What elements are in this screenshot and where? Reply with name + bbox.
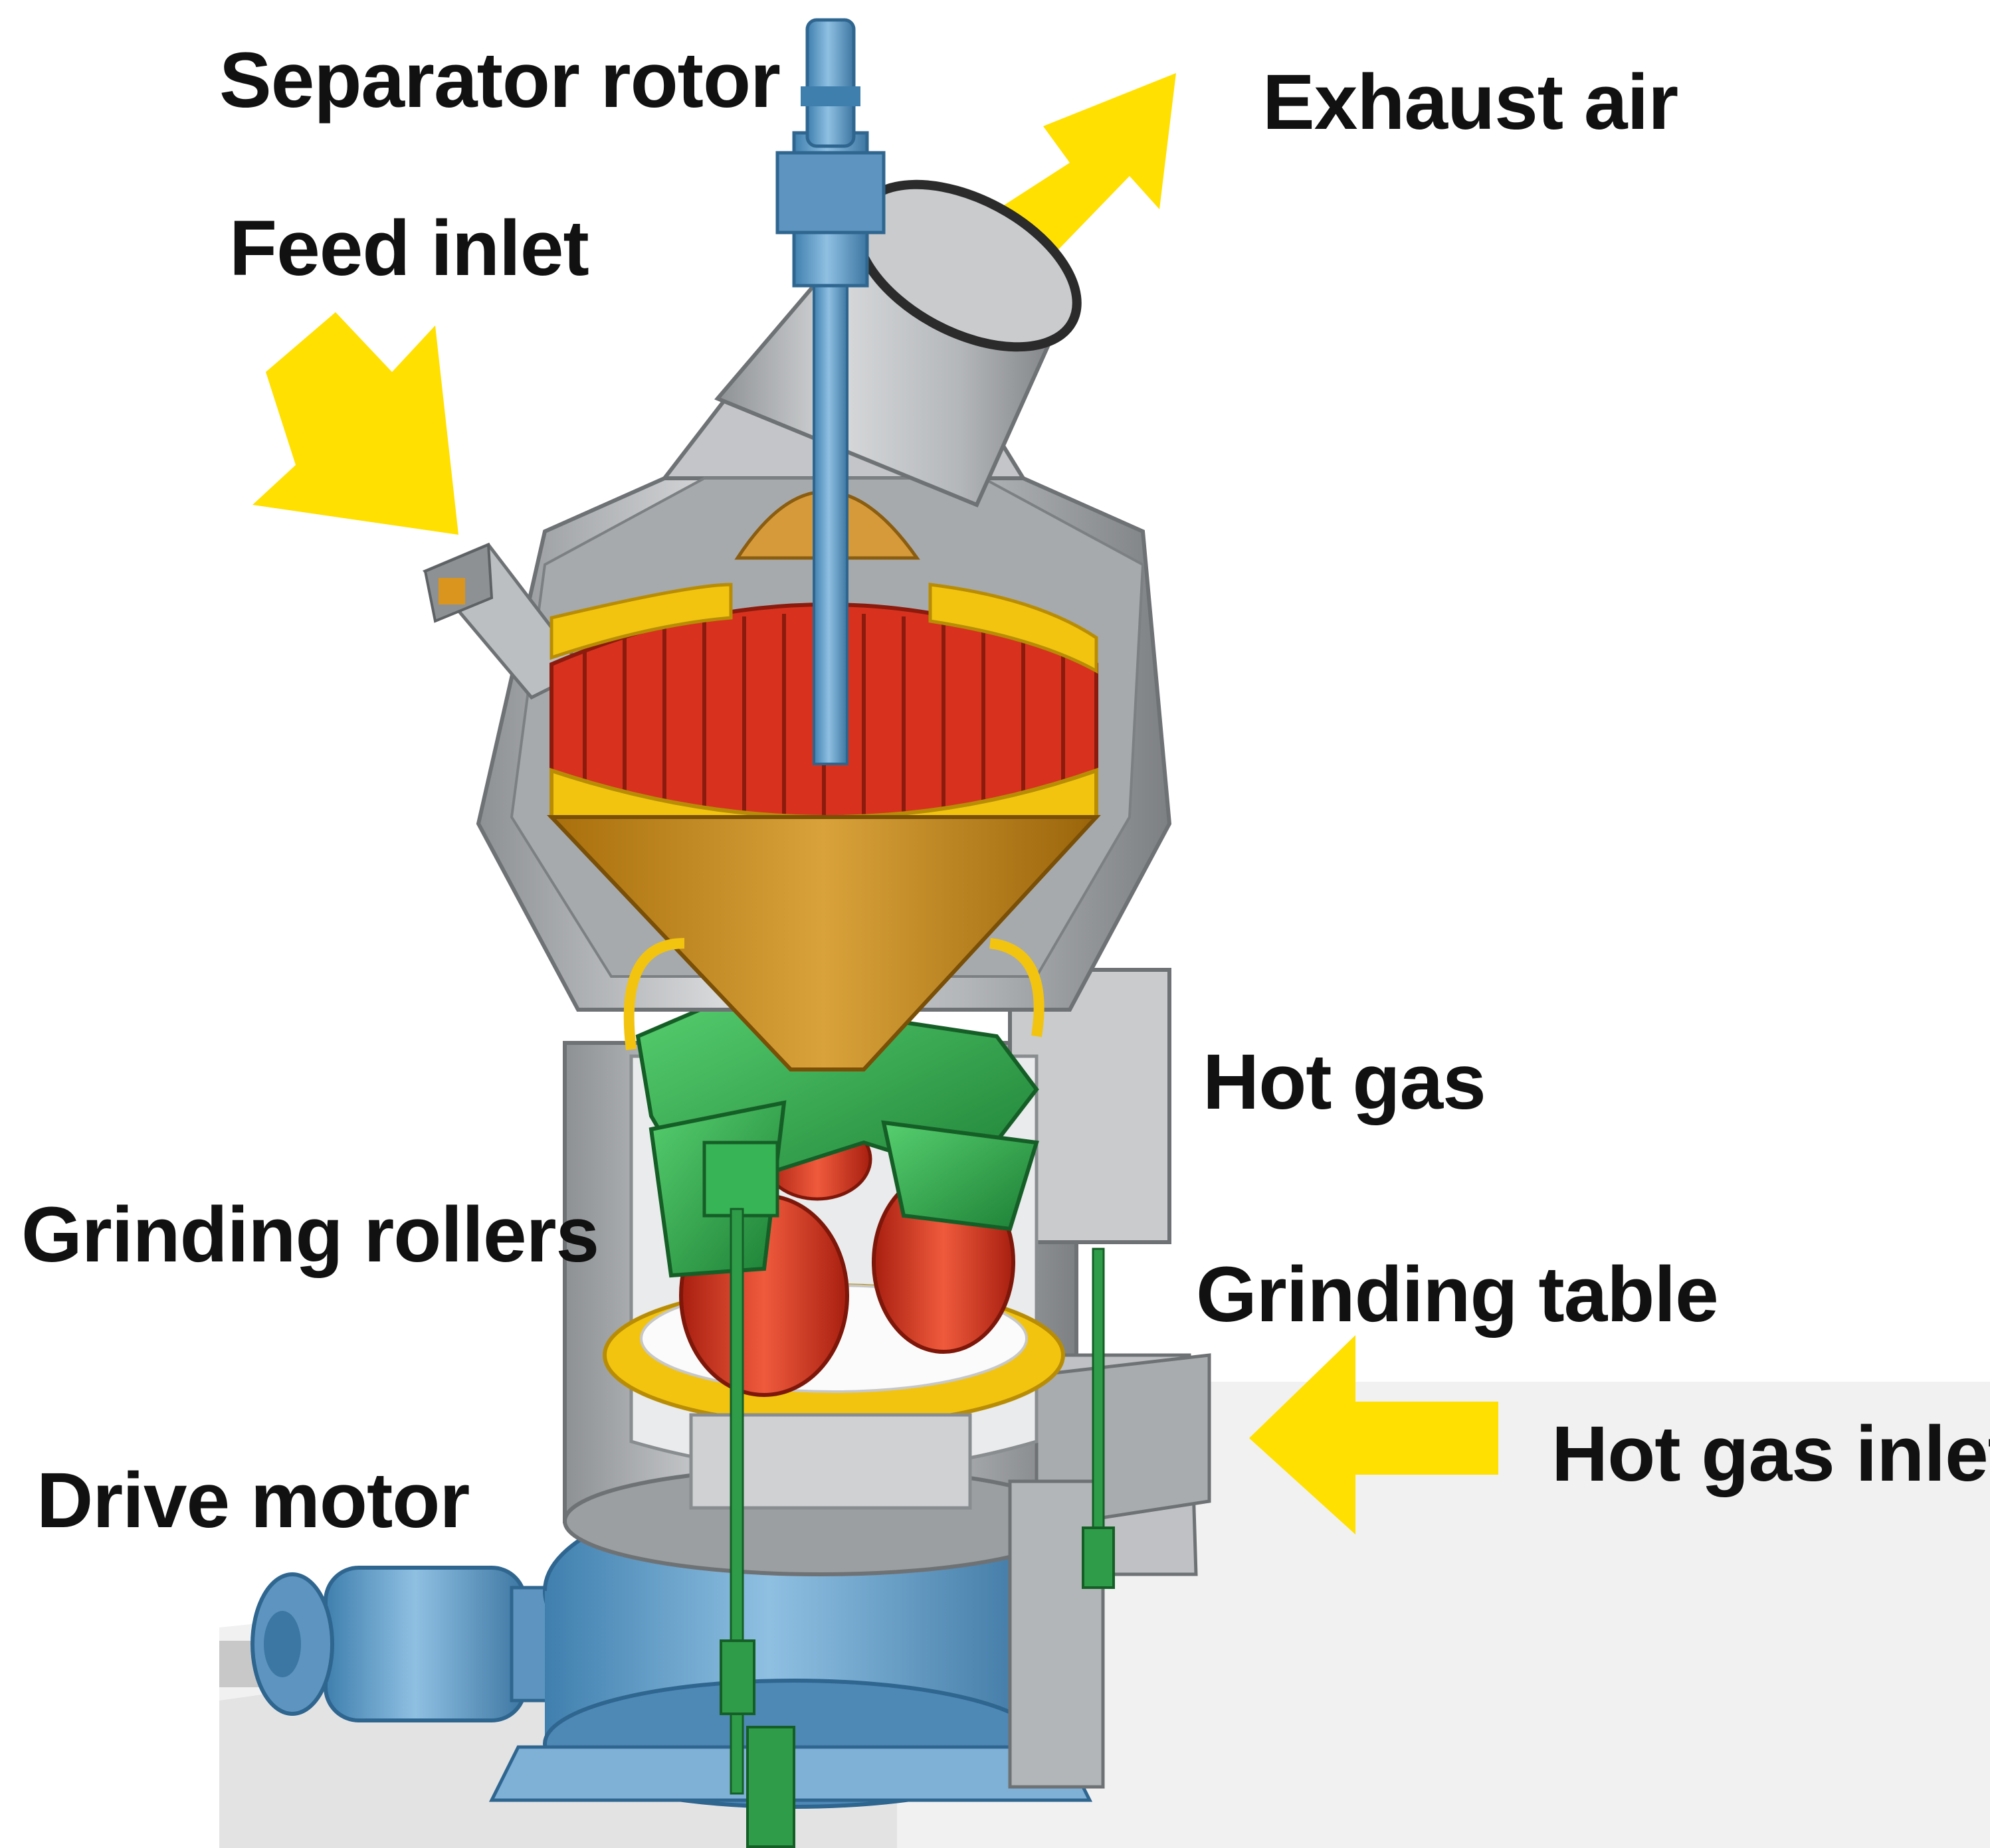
label-feed-inlet: Feed inlet bbox=[229, 205, 589, 292]
label-separator-rotor: Separator rotor bbox=[219, 37, 781, 124]
label-hot-gas: Hot gas bbox=[1203, 1038, 1486, 1126]
exhaust-duct bbox=[714, 179, 1082, 508]
roller-frames bbox=[635, 994, 1115, 1848]
separator-rotor-shaft bbox=[775, 18, 886, 765]
cone-hangers bbox=[623, 938, 1045, 1050]
label-grinding-rollers: Grinding rollers bbox=[21, 1191, 599, 1279]
arrow-hot-gas-inlet bbox=[1249, 1335, 1498, 1534]
label-grinding-table: Grinding table bbox=[1196, 1251, 1719, 1339]
label-drive-motor: Drive motor bbox=[37, 1457, 470, 1544]
arrow-feed-inlet bbox=[252, 312, 458, 535]
label-hot-gas-inlet: Hot gas inlet bbox=[1551, 1410, 1990, 1498]
label-exhaust-air: Exhaust air bbox=[1262, 58, 1678, 146]
